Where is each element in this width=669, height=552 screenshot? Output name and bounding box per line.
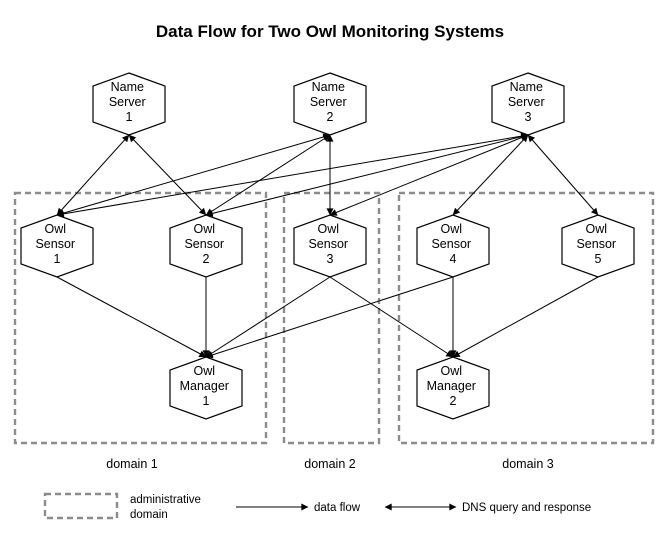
edge-ns3-os4 xyxy=(452,134,529,216)
hexagon-icon xyxy=(169,214,243,278)
domain-box-2 xyxy=(282,191,381,445)
hexagon-icon xyxy=(561,214,635,278)
name-server-2-label: Name Server 2 xyxy=(310,80,350,124)
edge-ns3-os2 xyxy=(205,133,529,217)
edges-layer xyxy=(56,132,599,359)
name-server-2-node: Name Server 2 xyxy=(293,72,367,136)
diagram-title: Data Flow for Two Owl Monitoring Systems xyxy=(156,22,504,41)
legend: administrative domain data flow DNS quer… xyxy=(43,492,591,521)
edge-os5-om2 xyxy=(452,276,599,358)
owl-sensor-5-label: Owl Sensor 5 xyxy=(576,222,619,266)
owl-sensor-5-node: Owl Sensor 5 xyxy=(561,214,635,278)
owl-sensor-4-label: Owl Sensor 4 xyxy=(431,222,474,266)
hexagon-icon xyxy=(491,72,565,136)
hexagon-icon xyxy=(20,214,94,278)
owl-sensor-3-label: Owl Sensor 3 xyxy=(308,222,351,266)
hexagon-icon xyxy=(293,214,367,278)
owl-sensor-1-node: Owl Sensor 1 xyxy=(20,214,94,278)
name-server-3-label: Name Server 3 xyxy=(508,80,548,124)
edge-ns2-os2 xyxy=(205,134,331,216)
edge-os3-om1 xyxy=(205,276,331,358)
name-server-1-label: Name Server 1 xyxy=(109,80,149,124)
owl-manager-1-node: Owl Manager 1 xyxy=(169,356,243,420)
hexagon-icon xyxy=(169,356,243,420)
owl-sensor-2-node: Owl Sensor 2 xyxy=(169,214,243,278)
owl-manager-1-label: Owl Manager 1 xyxy=(180,364,233,408)
hexagon-icon xyxy=(416,214,490,278)
domain-label-2: domain 2 xyxy=(304,457,355,471)
edge-ns2-os1 xyxy=(56,133,331,217)
edge-os3-om2 xyxy=(329,276,454,358)
edge-os1-om1 xyxy=(56,276,207,358)
legend-dns-label: DNS query and response xyxy=(462,502,591,514)
owl-sensor-3-node: Owl Sensor 3 xyxy=(293,214,367,278)
owl-manager-2-label: Owl Manager 2 xyxy=(427,364,480,408)
name-server-1-node: Name Server 1 xyxy=(92,72,166,136)
legend-domain-label: administrative domain xyxy=(130,494,204,521)
legend-domain-swatch xyxy=(43,492,119,520)
hexagon-icon xyxy=(416,356,490,420)
owl-sensor-1-label: Owl Sensor 1 xyxy=(35,222,78,266)
edge-ns1-os1 xyxy=(56,134,130,216)
owl-manager-2-node: Owl Manager 2 xyxy=(416,356,490,420)
name-server-3-node: Name Server 3 xyxy=(491,72,565,136)
hexagon-icon xyxy=(293,72,367,136)
edge-ns3-os5 xyxy=(527,134,599,216)
owl-sensor-4-node: Owl Sensor 4 xyxy=(416,214,490,278)
legend-data-flow-label: data flow xyxy=(314,502,361,514)
edge-ns3-os3 xyxy=(329,134,529,216)
domain-label-3: domain 3 xyxy=(502,457,553,471)
edge-ns3-os1 xyxy=(56,132,529,218)
hexagon-icon xyxy=(92,72,166,136)
domain-box-3 xyxy=(397,191,655,445)
owl-sensor-2-label: Owl Sensor 2 xyxy=(184,222,227,266)
edge-os4-om1 xyxy=(205,276,454,359)
domain-label-1: domain 1 xyxy=(106,457,157,471)
